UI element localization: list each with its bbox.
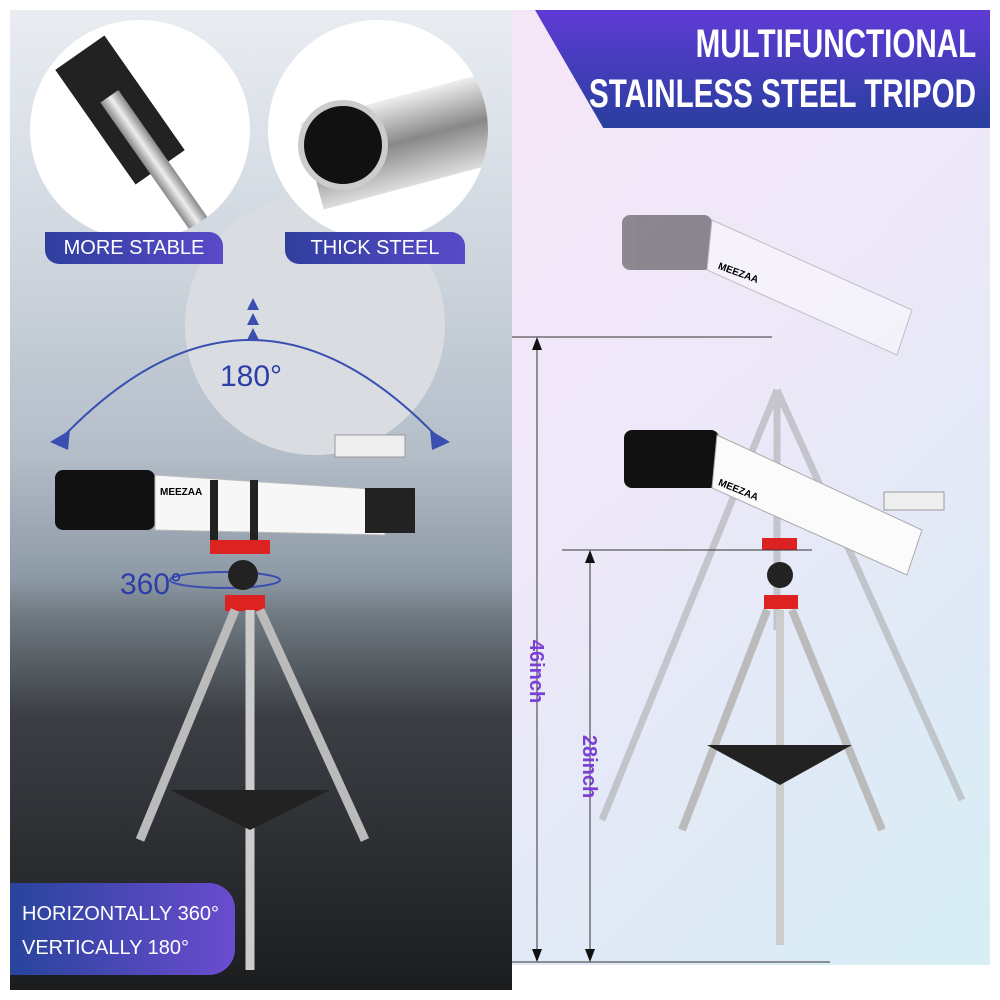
arrow-up-icon xyxy=(247,313,259,325)
horizontal-rotation-ring xyxy=(169,571,281,589)
telescope xyxy=(55,434,415,970)
horizontal-angle-label: 360° xyxy=(120,568,183,601)
vertical-angle-label: 180° xyxy=(220,360,283,393)
clamp-closeup xyxy=(30,20,250,240)
banner-line-2: STAINLESS STEEL TRIPOD xyxy=(588,72,976,116)
min-height-label: 28inch xyxy=(578,734,601,799)
rotation-info-box: HORIZONTALLY 360° VERTICALLY 180° xyxy=(10,883,235,975)
steel-tube-closeup xyxy=(268,20,488,240)
left-panel: MORE STABLE THICK STEEL 180° 360° MEEZAA xyxy=(10,10,512,990)
telescope-extended xyxy=(598,215,966,822)
horizontal-rotation-text: HORIZONTALLY 360° xyxy=(22,903,219,925)
title-banner-background xyxy=(535,10,990,128)
right-scene xyxy=(512,215,966,963)
more-stable-badge: MORE STABLE xyxy=(45,232,223,264)
dimension-lines xyxy=(512,336,830,963)
right-panel: 46inch 28inch MEEZAA MEEZAA xyxy=(512,10,990,965)
max-height-label: 46inch xyxy=(525,639,548,704)
arrow-up-icon xyxy=(247,298,259,310)
arrow-right-icon xyxy=(430,430,450,450)
thick-steel-badge: THICK STEEL xyxy=(285,232,465,264)
arrow-left-icon xyxy=(50,430,70,450)
title-banner: MULTIFUNCTIONAL STAINLESS STEEL TRIPOD xyxy=(556,20,976,124)
telescope-retracted xyxy=(624,430,945,945)
brand-logo: MEEZAA xyxy=(160,487,203,498)
banner-line-1: MULTIFUNCTIONAL xyxy=(695,22,976,66)
arrow-up-icon xyxy=(247,328,259,340)
vertical-arc xyxy=(59,339,441,441)
vertical-rotation-text: VERTICALLY 180° xyxy=(22,937,189,959)
